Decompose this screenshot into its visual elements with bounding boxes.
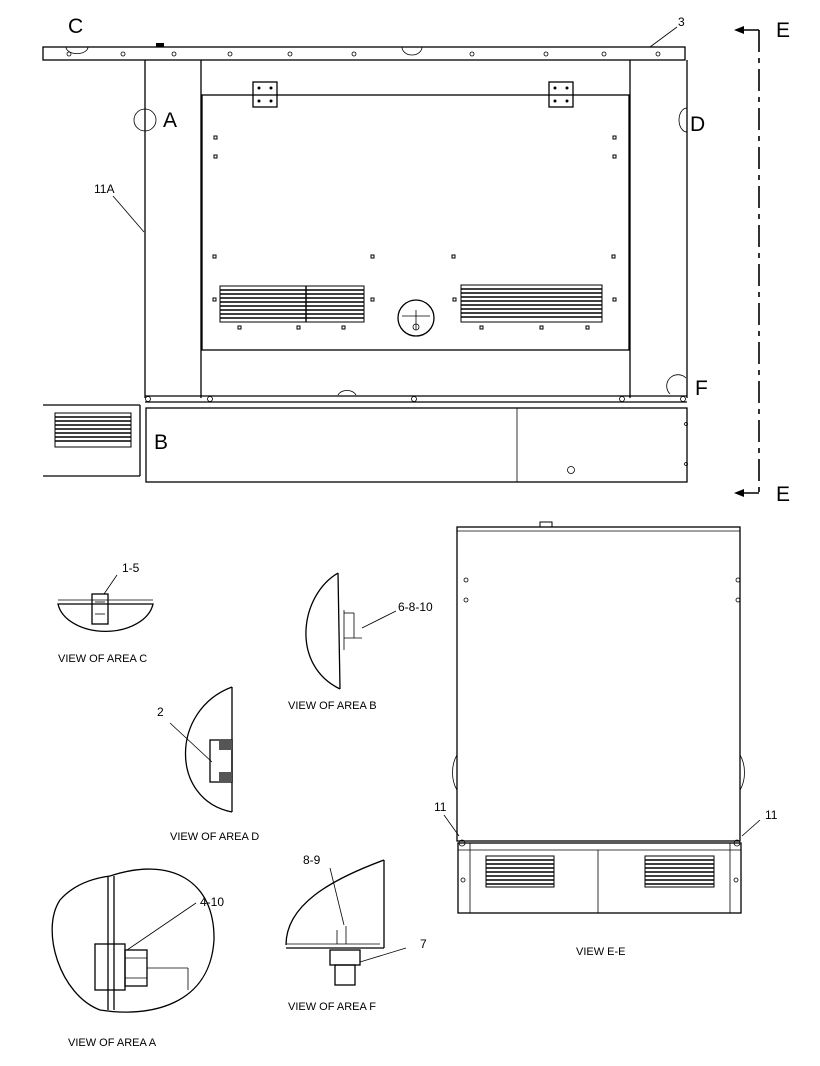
base-section <box>145 390 688 483</box>
callout-a: A <box>163 109 177 132</box>
callout-7: 7 <box>420 937 427 951</box>
front-grille-right <box>460 284 603 323</box>
callout-11-left: 11 <box>434 800 447 814</box>
caption-view-area-b: VIEW OF AREA B <box>288 700 377 712</box>
section-label-e-bottom: E <box>776 483 790 506</box>
callout-1-5: 1-5 <box>122 561 140 575</box>
front-grille-left <box>219 285 365 323</box>
top-rail <box>42 46 686 61</box>
detail-view-area-a: 4-10 VIEW OF AREA A <box>51 868 224 1049</box>
caption-view-e-e: VIEW E-E <box>576 946 626 958</box>
callout-6-8-10: 6-8-10 <box>398 600 433 614</box>
section-grille-left <box>485 855 555 888</box>
front-panel <box>201 94 630 351</box>
panel-latch <box>397 299 435 337</box>
main-front-view: C A D F B E E 3 11A <box>42 15 790 506</box>
detail-view-area-f: 8-9 7 VIEW OF AREA F <box>285 853 427 1013</box>
detail-view-area-c: 1-5 VIEW OF AREA C <box>57 561 154 665</box>
callout-4-10: 4-10 <box>200 895 224 909</box>
callout-f: F <box>695 377 708 400</box>
hinge-right <box>548 81 574 108</box>
callout-item-3: 3 <box>678 15 685 29</box>
caption-view-area-f: VIEW OF AREA F <box>288 1001 376 1013</box>
callout-item-11a: 11A <box>94 182 114 196</box>
detail-view-area-b: 6-8-10 VIEW OF AREA B <box>288 572 433 712</box>
section-view-e-e: 11 11 VIEW E-E <box>434 521 778 958</box>
panel-slots <box>212 135 617 330</box>
callout-b: B <box>154 431 168 454</box>
hinge-left <box>252 81 278 108</box>
section-line-e <box>734 26 760 497</box>
callout-d: D <box>690 113 705 136</box>
callout-11-right: 11 <box>765 808 778 822</box>
callout-c: C <box>68 15 83 38</box>
caption-view-area-a: VIEW OF AREA A <box>68 1037 157 1049</box>
section-grille-right <box>644 855 715 888</box>
section-label-e-top: E <box>776 19 790 42</box>
caption-view-area-c: VIEW OF AREA C <box>58 653 147 665</box>
callout-8-9: 8-9 <box>303 853 321 867</box>
rail-fasteners <box>65 43 661 57</box>
detail-view-area-d: 2 VIEW OF AREA D <box>157 686 259 843</box>
callout-2: 2 <box>157 705 164 719</box>
side-module <box>43 404 141 477</box>
caption-view-area-d: VIEW OF AREA D <box>170 831 259 843</box>
